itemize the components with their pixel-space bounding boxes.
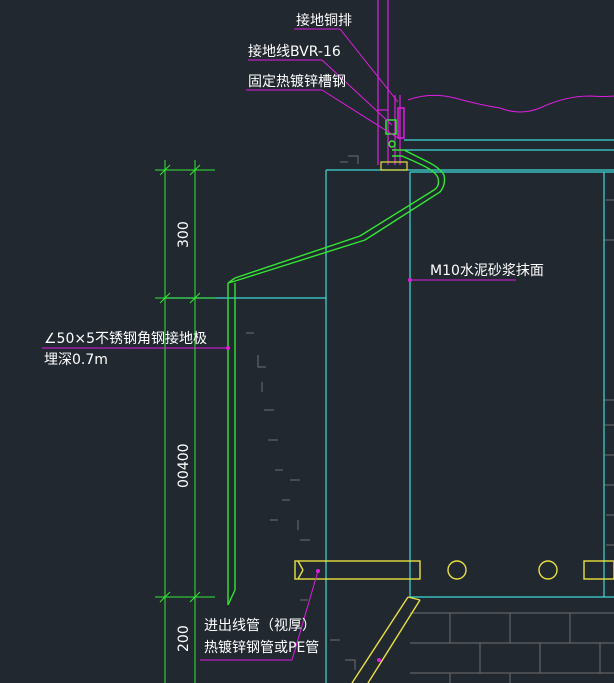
vertical-pipe xyxy=(377,0,401,165)
dimension-lines xyxy=(155,160,215,683)
label-ground-wire: 接地线BVR-16 xyxy=(248,43,341,60)
ground-wire xyxy=(227,149,446,284)
leader-dots xyxy=(226,278,412,662)
label-cement-mortar: M10水泥砂浆抹面 xyxy=(430,263,544,279)
label-conduit-2: 热镀锌钢管或PE管 xyxy=(204,639,319,656)
conduit-pipes xyxy=(294,560,614,683)
label-ground-copper-bar: 接地铜排 xyxy=(296,12,352,29)
earth-break-line xyxy=(407,94,614,113)
ground-wire-inner xyxy=(234,155,440,279)
label-fixed-channel: 固定热镀锌槽钢 xyxy=(248,73,346,90)
leader-lines xyxy=(42,28,516,661)
angle-steel-electrode xyxy=(227,277,236,606)
dimension-400: 00400 xyxy=(176,443,192,488)
dimension-200: 200 xyxy=(176,625,192,652)
label-angle-steel-2: 埋深0.7m xyxy=(44,352,108,368)
dimension-300: 300 xyxy=(176,221,192,248)
ground-bar-bracket xyxy=(380,107,408,171)
label-conduit-1: 进出线管（视厚） xyxy=(204,618,316,634)
concrete-structure xyxy=(165,139,614,683)
brick-hatching xyxy=(246,155,614,683)
label-angle-steel-1: ∠50×5不锈钢角钢接地极 xyxy=(44,330,207,347)
